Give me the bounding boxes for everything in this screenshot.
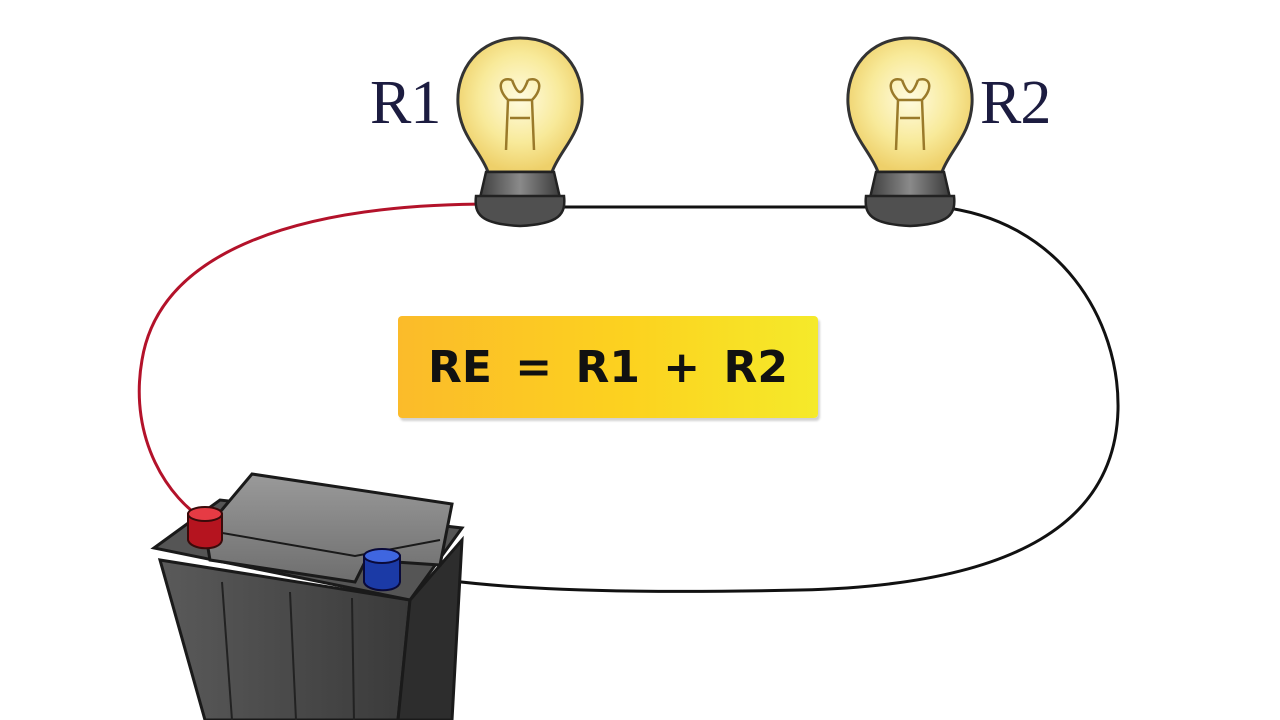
- positive-terminal: [187, 506, 223, 550]
- light-bulb-icon: [456, 36, 584, 228]
- bulb-label-r1: R1: [370, 69, 441, 137]
- light-bulb-icon: [846, 36, 974, 228]
- formula-text: RE = R1 + R2: [428, 341, 788, 393]
- bulb-label-r2: R2: [980, 69, 1051, 137]
- negative-wire: [397, 205, 1120, 593]
- positive-wire: [137, 202, 493, 522]
- negative-terminal: [363, 548, 401, 592]
- battery-icon: [150, 472, 465, 720]
- formula-box: RE = R1 + R2: [398, 316, 818, 418]
